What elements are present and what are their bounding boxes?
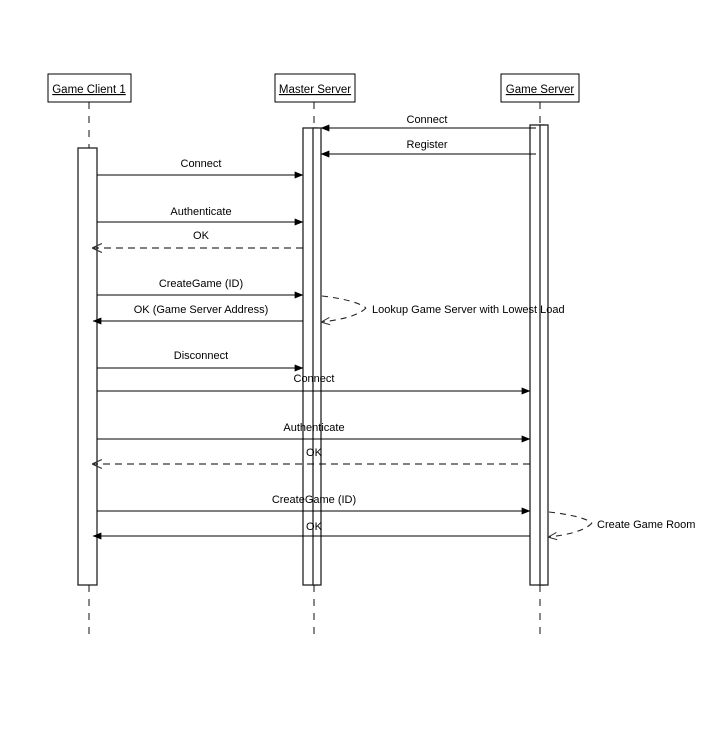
lifeline-header-client[interactable]: Game Client 1 bbox=[47, 73, 132, 103]
message-connect-gs-to-master[interactable]: Connect bbox=[320, 114, 536, 132]
self-messages: Lookup Game Server with Lowest Load Crea… bbox=[321, 295, 695, 537]
message-ok-final-gs-to-client[interactable]: OK bbox=[92, 521, 530, 540]
message-label: Connect bbox=[294, 373, 335, 385]
message-ok-master-to-client[interactable]: OK bbox=[93, 230, 303, 248]
lifeline-header-box bbox=[274, 73, 356, 103]
message-authenticate-client-to-gs[interactable]: Authenticate bbox=[97, 422, 531, 443]
lifeline-header-label: Master Server bbox=[279, 84, 351, 96]
activation-bar-client bbox=[77, 147, 98, 586]
message-disconnect-client-to-master[interactable]: Disconnect bbox=[97, 350, 304, 372]
message-label: OK bbox=[306, 521, 323, 533]
lifeline-header-box bbox=[500, 73, 580, 103]
lifeline-header-master[interactable]: Master Server bbox=[274, 73, 356, 103]
self-message-label: Create Game Room bbox=[597, 519, 695, 531]
lifeline-header-label: Game Client 1 bbox=[52, 84, 126, 96]
messages: Connect Register Connect Authenticate OK bbox=[92, 114, 536, 540]
message-label: Register bbox=[407, 139, 448, 151]
lifeline-header-gameserver[interactable]: Game Server bbox=[500, 73, 580, 103]
self-message-loop-out bbox=[548, 511, 593, 524]
message-label: Authenticate bbox=[283, 422, 344, 434]
message-label: Disconnect bbox=[174, 350, 228, 362]
self-message-lookup-game-server[interactable]: Lookup Game Server with Lowest Load bbox=[321, 295, 565, 322]
self-message-create-game-room[interactable]: Create Game Room bbox=[548, 511, 695, 537]
activation-bar-master-inner bbox=[312, 127, 322, 586]
activation-bar-gameserver-inner bbox=[539, 124, 549, 586]
message-connect-client-to-master[interactable]: Connect bbox=[97, 158, 304, 179]
self-message-loop-out bbox=[321, 295, 367, 309]
message-creategame-client-to-gs[interactable]: CreateGame (ID) bbox=[97, 494, 531, 515]
message-label: OK bbox=[306, 447, 323, 459]
message-label: OK (Game Server Address) bbox=[134, 304, 269, 316]
message-register-gs-to-master[interactable]: Register bbox=[320, 139, 536, 158]
lifeline-lines bbox=[88, 102, 541, 641]
message-label: CreateGame (ID) bbox=[272, 494, 356, 506]
message-connect-client-to-gs[interactable]: Connect bbox=[97, 373, 531, 395]
message-ok-gs-to-client[interactable]: OK bbox=[93, 447, 530, 464]
self-message-loop-back bbox=[549, 522, 593, 537]
message-creategame-client-to-master[interactable]: CreateGame (ID) bbox=[97, 278, 304, 299]
message-label: Connect bbox=[181, 158, 222, 170]
message-label: Connect bbox=[407, 114, 448, 126]
message-label: OK bbox=[193, 230, 210, 242]
self-message-loop-back bbox=[322, 307, 367, 322]
message-label: Authenticate bbox=[170, 206, 231, 218]
participant-headers: Game Client 1 Master Server Game Server bbox=[47, 73, 580, 103]
message-ok-address-master-to-client[interactable]: OK (Game Server Address) bbox=[92, 304, 303, 325]
lifeline-header-label: Game Server bbox=[506, 84, 575, 96]
message-label: CreateGame (ID) bbox=[159, 278, 243, 290]
self-message-label: Lookup Game Server with Lowest Load bbox=[372, 304, 565, 316]
activation-bars bbox=[77, 124, 549, 586]
lifeline-header-box bbox=[47, 73, 132, 103]
message-authenticate-client-to-master[interactable]: Authenticate bbox=[97, 206, 304, 226]
